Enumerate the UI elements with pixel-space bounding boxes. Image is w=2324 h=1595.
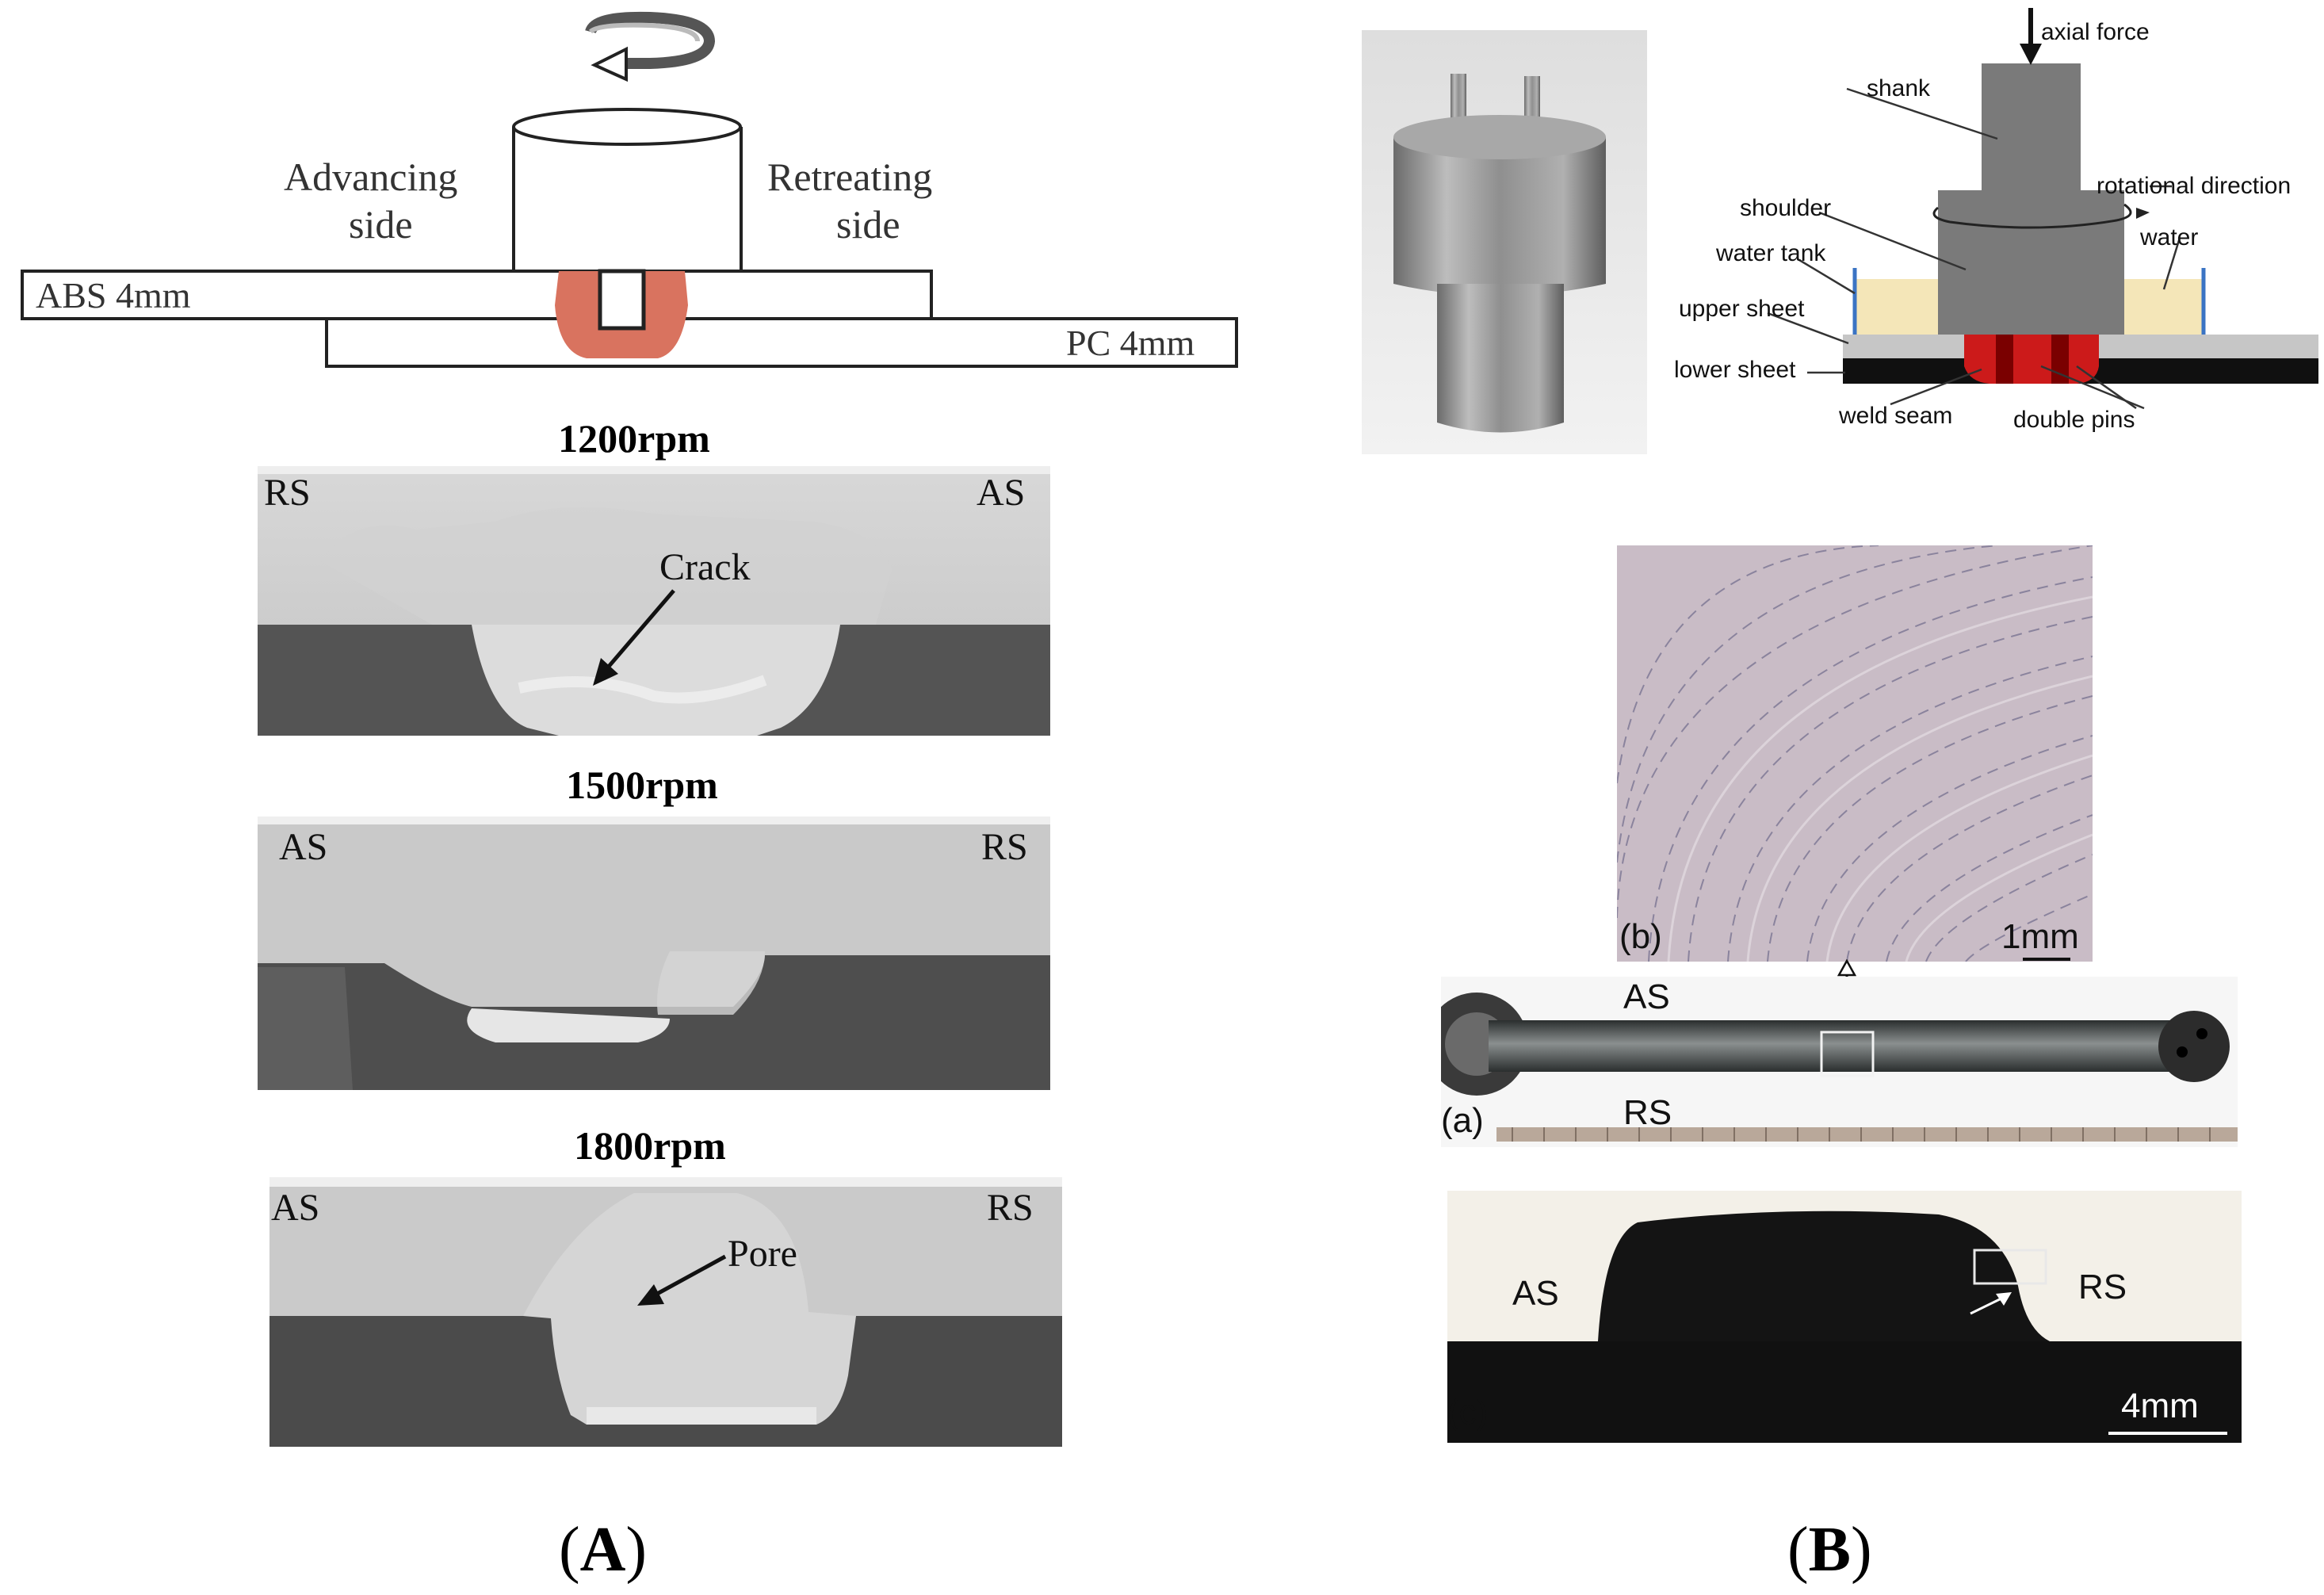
label-water: water xyxy=(2140,224,2199,251)
advancing-side-label-line1: Advancing xyxy=(284,155,458,199)
micrograph-c-tag: (c) xyxy=(1447,1393,1489,1432)
micrograph-b xyxy=(1617,545,2093,962)
label-shoulder: shoulder xyxy=(1740,195,1832,221)
lower-sheet-label: PC 4mm xyxy=(1066,323,1195,363)
rpm-label-1200: 1200rpm xyxy=(558,416,710,461)
micrograph-b-scale-bar xyxy=(2023,958,2070,961)
upper-sheet-label: ABS 4mm xyxy=(36,275,191,316)
label-lower-sheet: lower sheet xyxy=(1674,357,1796,383)
micrograph-c xyxy=(1447,1191,2242,1443)
micrograph-a-top-label: AS xyxy=(1623,977,1670,1016)
micrograph-c-right-label: RS xyxy=(2078,1268,2127,1306)
lower-sheet-pc xyxy=(325,317,1238,368)
micrograph-1200rpm xyxy=(258,466,1050,736)
pore-arrow-icon xyxy=(637,1254,727,1306)
section-1200-left-label: RS xyxy=(264,472,311,514)
label-weld-seam: weld seam xyxy=(1839,403,1953,429)
label-water-tank: water tank xyxy=(1716,240,1826,266)
section-1500-left-label: AS xyxy=(279,826,328,868)
micrograph-c-scale: 4mm xyxy=(2121,1387,2199,1425)
tool-pin xyxy=(598,269,646,331)
panel-b-label: (B) xyxy=(1787,1515,1872,1585)
label-axial-force: axial force xyxy=(2041,19,2150,45)
micrograph-a-bottom-label: RS xyxy=(1623,1093,1672,1132)
label-upper-sheet: upper sheet xyxy=(1679,296,1805,322)
label-rotational-direction: rotational direction xyxy=(2097,173,2292,199)
crack-arrow-icon xyxy=(593,589,675,686)
section-1200-right-label: AS xyxy=(977,472,1026,514)
fsw-schematic xyxy=(21,11,1238,368)
micrograph-1500rpm xyxy=(258,817,1050,1090)
micrograph-a xyxy=(1441,977,2238,1147)
pore-annotation: Pore xyxy=(728,1233,797,1275)
micrograph-c-scale-bar xyxy=(2108,1432,2227,1435)
section-1800-right-label: RS xyxy=(987,1187,1034,1229)
weld-seam xyxy=(1964,335,2099,384)
retreating-side-label-line2: side xyxy=(836,202,900,247)
micrograph-c-left-label: AS xyxy=(1512,1274,1559,1313)
micrograph-b-tag: (b) xyxy=(1619,917,1662,956)
label-shank: shank xyxy=(1867,75,1931,101)
section-1500-right-label: RS xyxy=(981,826,1028,868)
label-double-pins: double pins xyxy=(2013,407,2135,433)
rpm-label-1800: 1800rpm xyxy=(574,1123,726,1168)
advancing-side-label-line2: side xyxy=(349,202,413,247)
section-1800-left-label: AS xyxy=(271,1187,320,1229)
tool-cylinder xyxy=(512,108,743,273)
tool-photo xyxy=(1362,30,1647,454)
crack-annotation: Crack xyxy=(659,546,751,588)
retreating-side-label-line1: Retreating xyxy=(767,155,933,199)
micrograph-a-tag: (a) xyxy=(1441,1101,1484,1140)
micrograph-1800rpm xyxy=(269,1177,1062,1447)
shank xyxy=(1982,63,2081,190)
panel-a-label: (A) xyxy=(559,1515,648,1585)
micrograph-b-scale: 1mm xyxy=(2001,917,2079,956)
rpm-label-1500: 1500rpm xyxy=(566,763,718,807)
rotation-arrow-icon xyxy=(585,11,716,82)
shoulder xyxy=(1938,190,2124,335)
rotation-direction-icon xyxy=(1932,203,2132,229)
tool-diagram xyxy=(1767,8,2318,410)
